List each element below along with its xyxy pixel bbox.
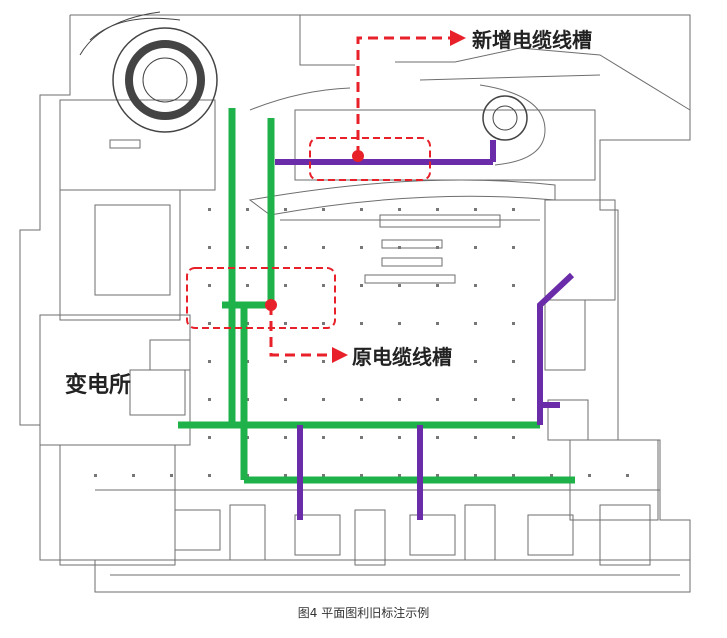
new-cable-tray-label: 新增电缆线槽 — [472, 28, 592, 52]
figure-caption: 图4 平面图利旧标注示例 — [297, 606, 430, 620]
substation-label: 变电所 — [65, 372, 131, 398]
original-tray-annotation — [186, 267, 348, 363]
column-grid — [60, 445, 660, 495]
column-grid — [195, 180, 545, 480]
original-cable-trays-green — [178, 108, 575, 484]
new-cable-trays-purple — [275, 140, 575, 520]
circular-ramp — [79, 11, 218, 133]
circular-ramp — [482, 95, 528, 141]
original-cable-tray-label: 原电缆线槽 — [352, 345, 452, 369]
new-tray-annotation — [309, 30, 466, 181]
